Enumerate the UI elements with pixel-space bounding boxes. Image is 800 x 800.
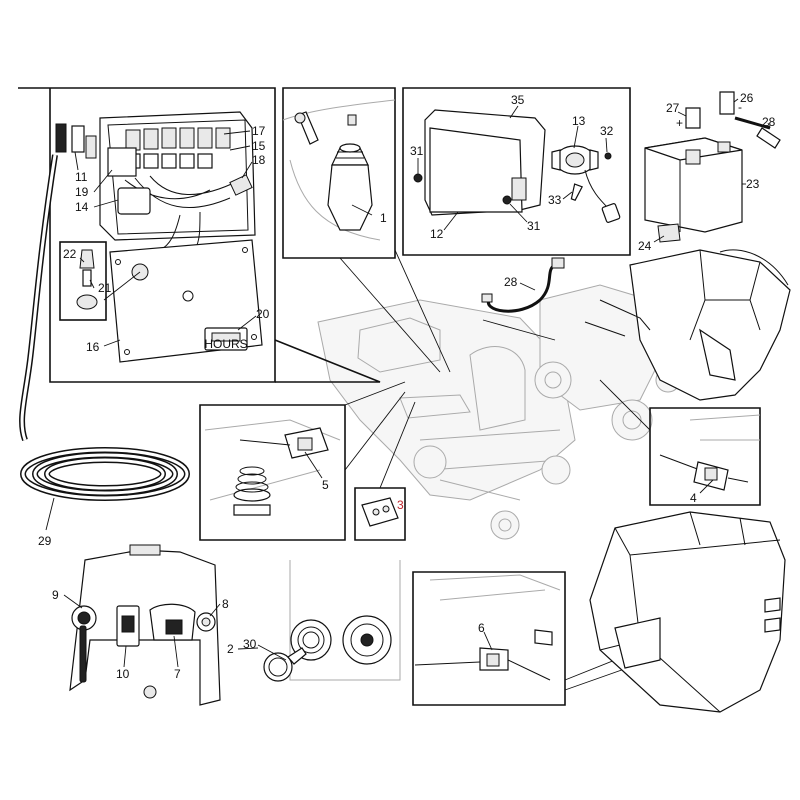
callout-26: 26 bbox=[740, 91, 754, 105]
relay-block bbox=[125, 127, 231, 169]
control-unit-frame bbox=[402, 87, 631, 256]
callout-33: 33 bbox=[548, 193, 562, 207]
seat-spring bbox=[233, 466, 271, 516]
control-box-frame: HOURS bbox=[18, 87, 381, 383]
callout-18: 18 bbox=[252, 153, 266, 167]
callout-10: 10 bbox=[116, 667, 130, 681]
callout-19: 19 bbox=[75, 185, 89, 199]
fuse-pair bbox=[55, 123, 97, 159]
callout-3: 3 bbox=[397, 498, 404, 512]
callout-24: 24 bbox=[638, 239, 652, 253]
key-switch-inset bbox=[59, 241, 107, 321]
ride-on-mower-illustration bbox=[317, 299, 576, 540]
control-unit bbox=[429, 127, 523, 213]
battery-negative-sign: - bbox=[738, 100, 742, 114]
callout-16: 16 bbox=[86, 340, 100, 354]
callout-7: 7 bbox=[174, 667, 181, 681]
hour-meter-caption: HOURS bbox=[204, 337, 247, 351]
callout-14: 14 bbox=[75, 200, 89, 214]
battery: + - bbox=[644, 91, 781, 243]
callout-1: 1 bbox=[380, 211, 387, 225]
power-sockets bbox=[263, 560, 401, 682]
callout-8: 8 bbox=[222, 597, 229, 611]
extension-cable bbox=[19, 154, 190, 501]
callout-5: 5 bbox=[322, 478, 329, 492]
electronic-module bbox=[107, 147, 137, 177]
callout-28-top: 28 bbox=[762, 115, 776, 129]
cable-28 bbox=[481, 257, 565, 313]
rear-mower-with-grass-catcher bbox=[482, 249, 791, 441]
callout-13: 13 bbox=[572, 114, 586, 128]
callout-31-right: 31 bbox=[527, 219, 541, 233]
callout-22: 22 bbox=[63, 247, 77, 261]
fuse-box bbox=[117, 187, 151, 215]
dashboard-panel bbox=[69, 544, 221, 706]
callout-30: 30 bbox=[243, 637, 257, 651]
battery-positive-sign: + bbox=[676, 116, 683, 130]
ignition-switch-frame bbox=[282, 87, 451, 373]
callout-17: 17 bbox=[252, 124, 266, 138]
callout-leaders bbox=[45, 98, 771, 668]
callout-21: 21 bbox=[98, 281, 112, 295]
callout-23: 23 bbox=[746, 177, 760, 191]
callout-31-left: 31 bbox=[410, 144, 424, 158]
switch-3-frame bbox=[354, 401, 416, 541]
callout-32: 32 bbox=[600, 124, 614, 138]
hour-meter: HOURS bbox=[204, 327, 248, 351]
callout-29: 29 bbox=[38, 534, 52, 548]
callout-35: 35 bbox=[511, 93, 525, 107]
callout-27: 27 bbox=[666, 101, 680, 115]
callout-4: 4 bbox=[690, 491, 697, 505]
switch-4-frame bbox=[599, 379, 761, 506]
callout-11: 11 bbox=[75, 170, 88, 184]
seat-switch-frame bbox=[199, 381, 406, 541]
callout-9: 9 bbox=[52, 588, 59, 602]
callout-28-mid: 28 bbox=[504, 275, 518, 289]
callout-15: 15 bbox=[252, 139, 266, 153]
engine-cover bbox=[589, 511, 786, 713]
callout-labels: 1 2 3 4 5 6 7 8 9 10 11 12 13 14 15 16 1… bbox=[38, 91, 776, 681]
callout-6: 6 bbox=[478, 621, 485, 635]
callout-2: 2 bbox=[227, 642, 234, 656]
callout-12: 12 bbox=[430, 227, 444, 241]
switch-6-frame bbox=[412, 571, 651, 706]
callout-20: 20 bbox=[256, 307, 270, 321]
